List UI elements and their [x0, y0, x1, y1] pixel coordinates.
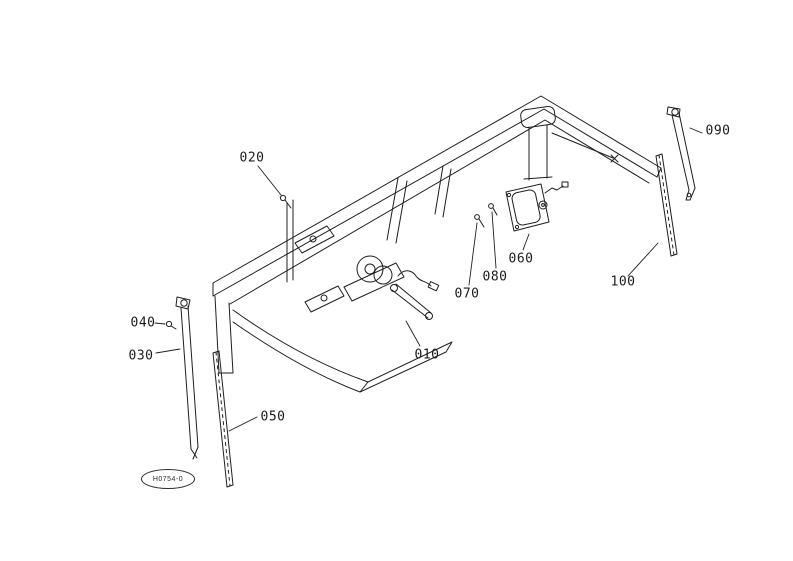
- wiper-motor-060-drawing: [505, 181, 569, 232]
- wiper-blade-050-drawing: [212, 350, 234, 488]
- motor-connector-drawing: [561, 181, 569, 188]
- part-label-050: 050: [260, 409, 286, 425]
- roof-post-cap-drawing: [520, 105, 556, 129]
- motor-wires-drawing: [544, 185, 564, 194]
- drawing-number-stamp: H0754-0: [141, 469, 195, 489]
- wiper-arm-090-drawing: [666, 106, 696, 201]
- screw-020-drawing: [279, 194, 292, 209]
- wire-pigtail-drawing: [397, 270, 432, 287]
- drawing-number-text: H0754-0: [152, 475, 184, 483]
- part-label-060: 060: [508, 251, 534, 267]
- harness-rod-drawing: [551, 132, 614, 159]
- leader-line-040: [154, 322, 166, 325]
- leader-line-070: [468, 222, 478, 286]
- screw-080-drawing: [488, 203, 498, 216]
- part-label-020: 020: [239, 150, 265, 166]
- leader-line-090: [689, 127, 703, 134]
- leader-line-060: [522, 233, 530, 251]
- leader-line-080: [491, 211, 497, 269]
- leader-line-020: [257, 165, 282, 196]
- part-label-010: 010: [414, 347, 440, 363]
- leader-line-100: [627, 242, 659, 277]
- wiper-blade-100-drawing: [655, 153, 678, 257]
- leader-lines: [154, 127, 703, 432]
- part-label-100: 100: [610, 274, 636, 290]
- leader-line-030: [155, 348, 181, 354]
- part-label-070: 070: [454, 286, 480, 302]
- cross-mark: [610, 154, 619, 163]
- wiper-arm-030-drawing: [175, 296, 199, 460]
- wiper-motor-linkage-010-drawing: [343, 255, 440, 320]
- part-label-040: 040: [130, 315, 156, 331]
- screw-070-drawing: [474, 214, 485, 228]
- leader-line-050: [228, 416, 258, 432]
- connector-drawing: [427, 281, 440, 292]
- part-label-090: 090: [705, 123, 731, 139]
- cab-frame-drawing: [212, 95, 662, 393]
- leader-line-010: [405, 320, 421, 347]
- part-label-030: 030: [128, 348, 154, 364]
- part-label-080: 080: [482, 269, 508, 285]
- screw-040-drawing: [165, 320, 177, 330]
